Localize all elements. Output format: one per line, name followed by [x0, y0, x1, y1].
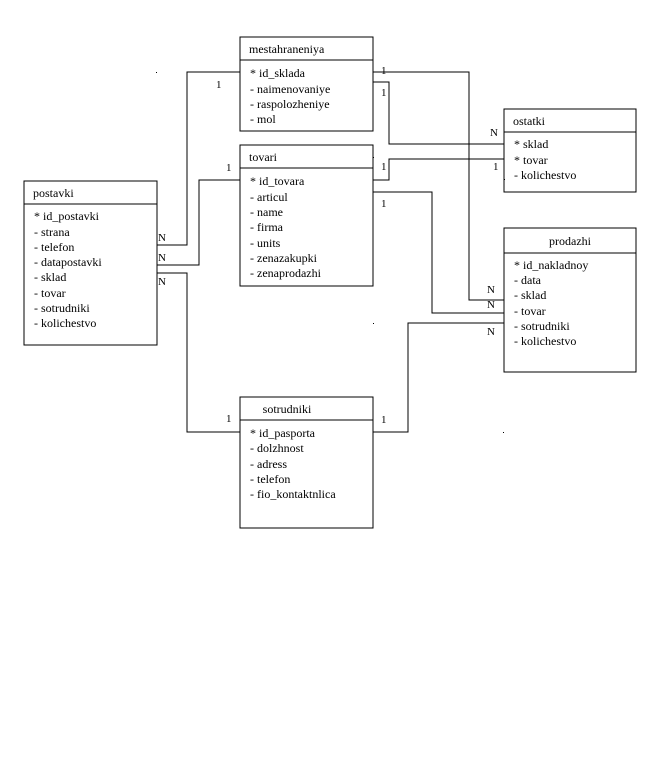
entity-attribute: * id_postavki — [34, 209, 100, 223]
entity-attribute: - adress — [250, 457, 287, 471]
entity-attribute: - telefon — [250, 472, 290, 486]
card-mestahraneniya-ostatki-many: N — [490, 127, 498, 139]
entity-prodazhi: prodazhi * id_nakladnoy - data - sklad -… — [503, 227, 637, 373]
stray-dot — [373, 323, 374, 324]
entity-attribute: - sotrudniki — [514, 319, 570, 333]
card-sotrudniki-prodazhi-many: N — [487, 326, 495, 338]
entity-attribute: * id_nakladnoy — [514, 258, 588, 272]
entity-mestahraneniya: mestahraneniya * id_sklada - naimenovani… — [239, 36, 374, 132]
entity-attribute: - kolichestvo — [514, 334, 576, 348]
line-sotrudniki-prodazhi — [373, 322, 504, 433]
entity-title: mestahraneniya — [249, 42, 325, 56]
entity-title: ostatki — [513, 114, 546, 128]
line-postavki-sotrudniki — [157, 272, 240, 433]
entity-attribute: - telefon — [34, 240, 74, 254]
card-mestahraneniya-prodazhi-many: N — [487, 284, 495, 296]
entity-title: sotrudniki — [263, 402, 312, 416]
line-mestahraneniya-prodazhi — [373, 71, 504, 301]
line-postavki-tovari — [157, 179, 240, 266]
entity-attribute: - fio_kontaktnlica — [250, 487, 336, 501]
entity-tovari: tovari * id_tovara - articul - name - fi… — [239, 144, 374, 287]
entity-sotrudniki: sotrudniki * id_pasporta - dolzhnost - a… — [239, 396, 374, 529]
relationship-lines — [157, 71, 504, 433]
entity-attribute: - datapostavki — [34, 255, 102, 269]
card-postavki-sotrudniki-one: 1 — [226, 413, 232, 425]
entity-attribute: - zenaprodazhi — [250, 266, 322, 280]
entity-attribute: - units — [250, 236, 281, 250]
entity-title: prodazhi — [549, 234, 592, 248]
entity-box — [239, 36, 374, 132]
card-tovari-prodazhi-one: 1 — [381, 198, 387, 210]
entity-ostatki: ostatki * sklad * tovar - kolichestvo — [503, 108, 637, 193]
card-postavki-mestahraneniya-one: 1 — [216, 79, 222, 91]
entity-attribute: - dolzhnost — [250, 441, 304, 455]
entity-box — [503, 227, 637, 373]
entity-attribute: - name — [250, 205, 283, 219]
entity-postavki: postavki * id_postavki - strana - telefo… — [23, 180, 158, 346]
entity-attribute: - articul — [250, 190, 288, 204]
entity-attribute: - sotrudniki — [34, 301, 90, 315]
cardinality-labels: 1 N 1 N N 1 1 1 N 1 1 1 N N N 1 — [158, 65, 499, 426]
entity-attribute: - raspolozheniye — [250, 97, 330, 111]
card-sotrudniki-prodazhi-one: 1 — [381, 414, 387, 426]
entity-attribute: - tovar — [514, 304, 546, 318]
entity-title: postavki — [33, 186, 74, 200]
entity-attribute: - kolichestvo — [514, 168, 576, 182]
stray-dot — [373, 157, 374, 158]
entity-attribute: - mol — [250, 112, 276, 126]
entity-attribute: - zenazakupki — [250, 251, 318, 265]
entity-attribute: - firma — [250, 220, 284, 234]
entity-attribute: * id_tovara — [250, 174, 305, 188]
entity-attribute: * id_sklada — [250, 66, 306, 80]
entity-attribute: - sklad — [34, 270, 66, 284]
stray-dot — [503, 432, 504, 433]
card-postavki-sotrudniki-many: N — [158, 276, 166, 288]
card-tovari-ostatki-one: 1 — [381, 161, 387, 173]
entity-attribute: * sklad — [514, 137, 548, 151]
entity-attribute: - tovar — [34, 286, 66, 300]
entity-attribute: * tovar — [514, 153, 548, 167]
entity-attribute: - sklad — [514, 288, 546, 302]
card-mestahraneniya-prodazhi-one: 1 — [381, 65, 387, 77]
entity-box — [23, 180, 158, 346]
entity-attribute: - data — [514, 273, 542, 287]
card-tovari-prodazhi-many: N — [487, 299, 495, 311]
stray-dot — [156, 72, 157, 73]
entity-attribute: * id_pasporta — [250, 426, 316, 440]
card-postavki-tovari-one: 1 — [226, 162, 232, 174]
stray-dots — [156, 72, 505, 433]
card-tovari-ostatki-one-end: 1 — [493, 161, 499, 173]
entity-box — [239, 396, 374, 529]
entity-attribute: - kolichestvo — [34, 316, 96, 330]
card-mestahraneniya-ostatki-one: 1 — [381, 87, 387, 99]
line-postavki-mestahraneniya — [157, 71, 240, 246]
entity-attribute: - naimenovaniye — [250, 82, 330, 96]
card-postavki-mestahraneniya-many: N — [158, 232, 166, 244]
entity-attribute: - strana — [34, 225, 70, 239]
card-postavki-tovari-many: N — [158, 252, 166, 264]
line-mestahraneniya-ostatki — [373, 81, 504, 145]
entity-box — [503, 108, 637, 193]
line-tovari-prodazhi — [373, 191, 504, 314]
line-tovari-ostatki — [373, 158, 504, 181]
stray-dot — [504, 179, 505, 180]
entity-title: tovari — [249, 150, 278, 164]
